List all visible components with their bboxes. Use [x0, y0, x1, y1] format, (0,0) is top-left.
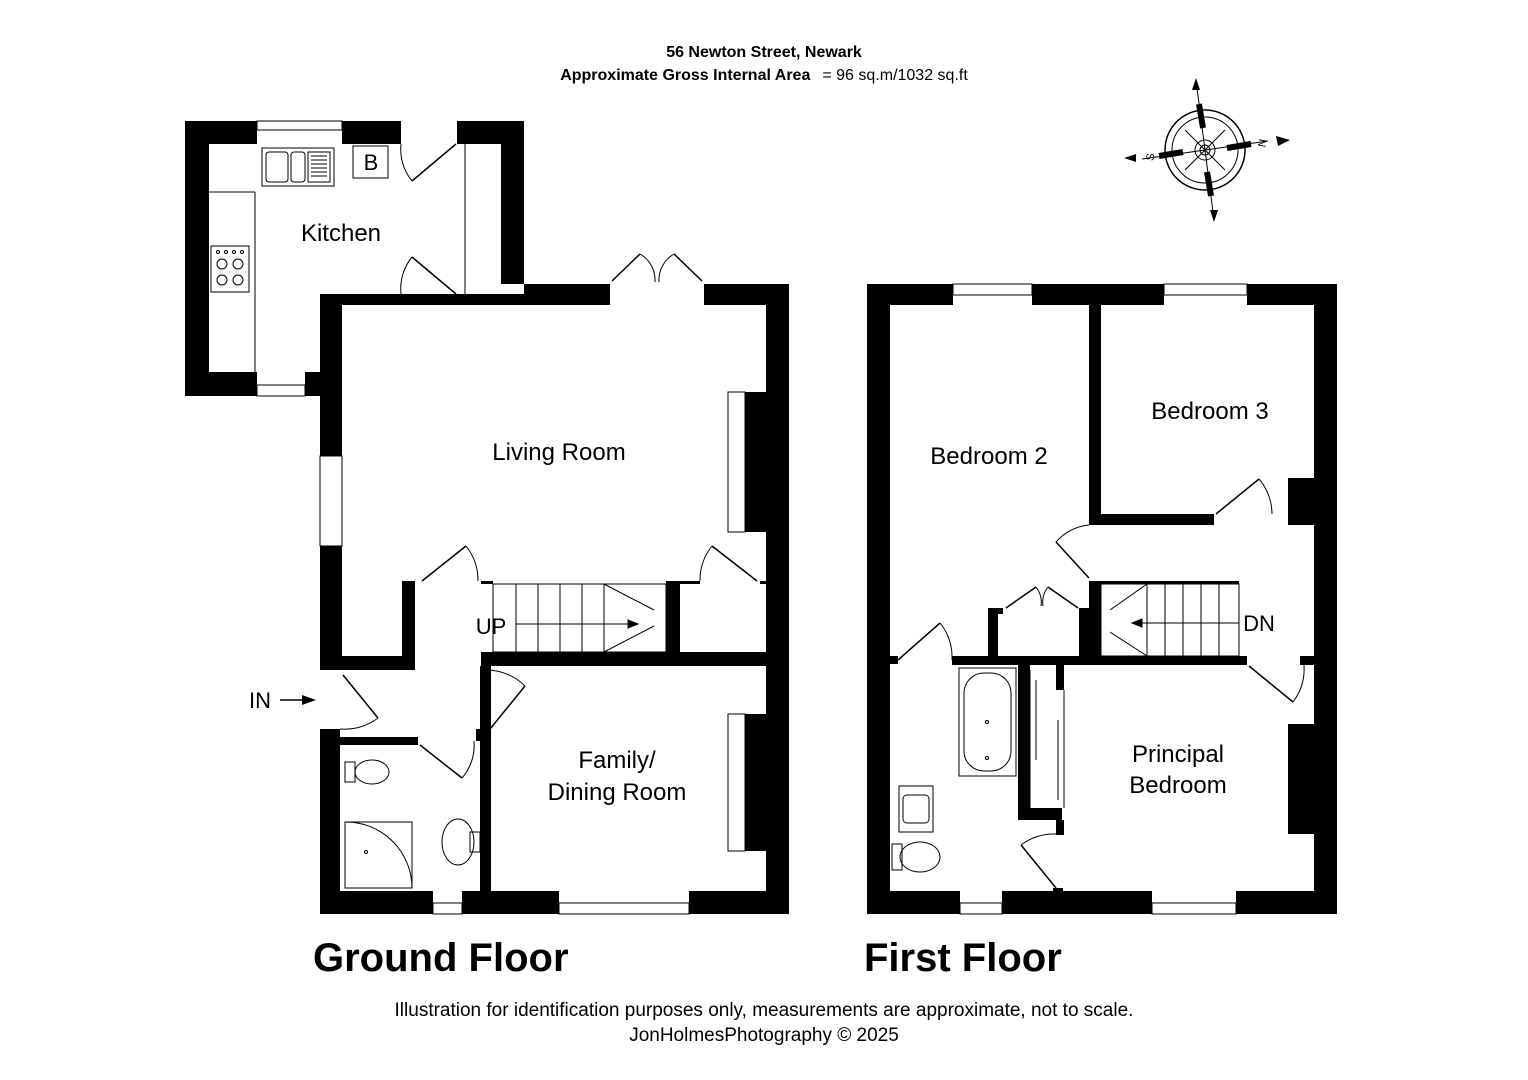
stairs-up-label: UP: [476, 614, 507, 639]
room-label-principal-bedroom: Bedroom: [1129, 772, 1226, 799]
area-line: Approximate Gross Internal Area = 96 sq.m…: [0, 67, 1528, 85]
ground-floor-plan: Kitchen B Living Room Family/ Dining Roo…: [185, 120, 789, 915]
stairs-down-label: DN: [1243, 611, 1275, 636]
disclaimer-text: Illustration for identification purposes…: [394, 1000, 1134, 1021]
plan-title: 56 Newton Street, Newark: [666, 44, 862, 61]
room-label-dining: Dining Room: [548, 779, 687, 806]
ground-floor-stairs: [492, 583, 667, 653]
first-floor-plan: Bedroom 2 Bedroom 3 Principal Bedroom DN: [867, 283, 1337, 915]
area-label: Approximate Gross Internal Area: [560, 67, 811, 84]
first-floor-windows: [952, 283, 1248, 915]
room-label-family: Family/: [578, 747, 656, 774]
room-label-bedroom-3: Bedroom 3: [1151, 398, 1268, 425]
compass-icon: S N: [1124, 78, 1290, 222]
first-floor-title: First Floor: [864, 936, 1062, 980]
boiler-label: B: [364, 150, 379, 175]
first-floor-doors: [897, 478, 1305, 889]
bathroom-fittings: [891, 667, 1065, 873]
first-floor-stairs: [1100, 583, 1240, 657]
entrance-label: IN: [249, 688, 271, 713]
compass-south-label: S: [1144, 153, 1157, 162]
area-value: = 96 sq.m/1032 sq.ft: [822, 67, 968, 84]
ground-floor-title: Ground Floor: [313, 936, 569, 980]
entrance-arrow: [280, 695, 316, 705]
ground-floor-doors: [339, 143, 758, 779]
room-label-principal: Principal: [1132, 741, 1224, 768]
kitchen-fittings: [210, 145, 389, 293]
room-label-kitchen: Kitchen: [301, 220, 381, 247]
first-floor-walls: [867, 284, 1337, 914]
credit-text: JonHolmesPhotography © 2025: [629, 1025, 899, 1046]
compass-north-label: N: [1256, 138, 1269, 148]
shower-room-fittings: [344, 759, 481, 889]
room-label-bedroom-2: Bedroom 2: [930, 443, 1047, 470]
room-label-living: Living Room: [492, 439, 625, 466]
ground-floor-windows: [256, 120, 690, 915]
ground-floor-walls: [185, 121, 789, 914]
